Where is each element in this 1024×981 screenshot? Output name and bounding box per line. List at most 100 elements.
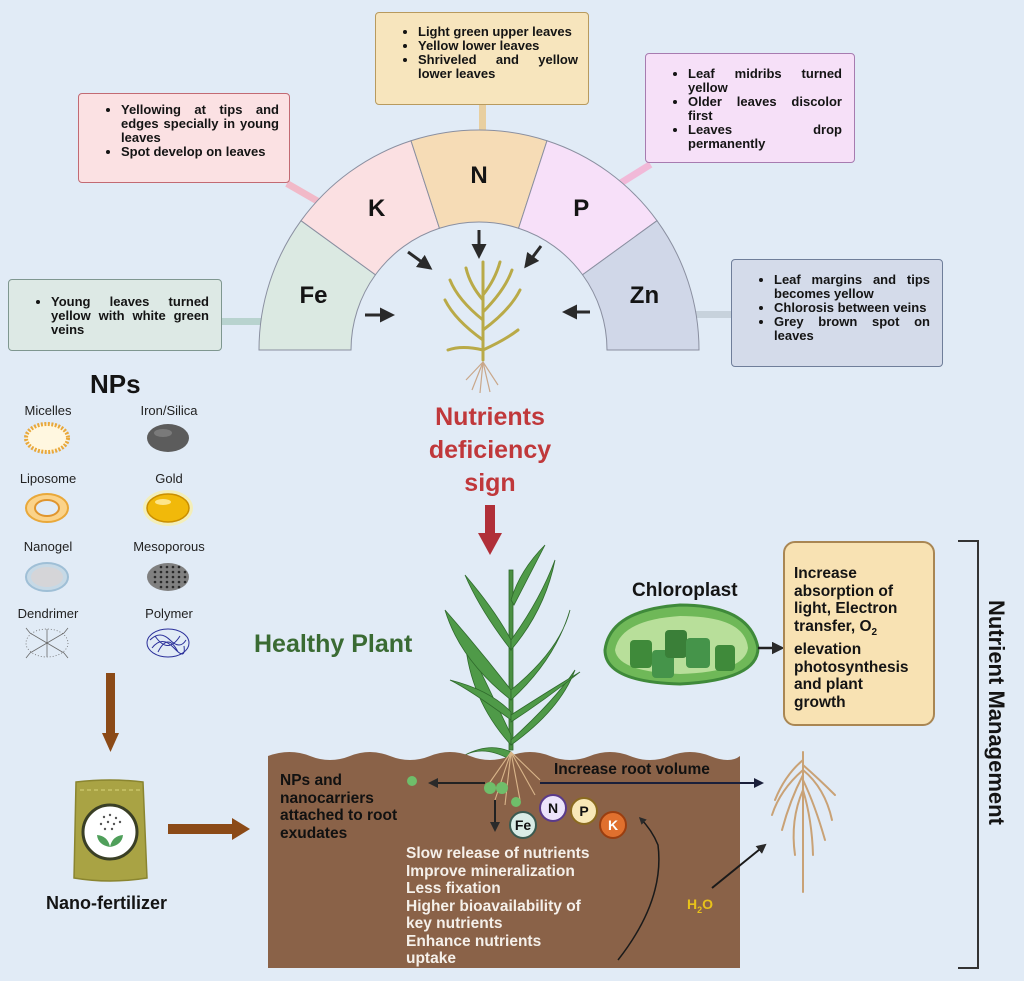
benefit-line: Increase	[794, 565, 857, 582]
healthy-plant-label: Healthy Plant	[254, 630, 413, 658]
n-symptom: Shriveled and yellow lower leaves	[418, 53, 578, 81]
deficiency-title: Nutrients deficiency sign	[395, 401, 585, 500]
n-symptom: Yellow lower leaves	[418, 39, 578, 53]
fe-deficiency-box: Young leaves turned yellow with white gr…	[8, 279, 222, 351]
water-arrow	[711, 843, 767, 889]
deficiency-title-line: sign	[464, 469, 516, 497]
nutrient-ball-n	[539, 794, 567, 822]
nutrient-ball-label: K	[608, 817, 618, 833]
nutrient-ball-p	[570, 797, 598, 825]
n-deficiency-box: Light green upper leaves Yellow lower le…	[375, 12, 589, 105]
soil-benefit: uptake	[406, 950, 456, 967]
nano-fertilizer-label: Nano-fertilizer	[46, 893, 168, 913]
zn-symptom: Chlorosis between veins	[774, 301, 930, 315]
k-deficiency-box: Yellowing at tips and edges specially in…	[78, 93, 290, 183]
chloroplast-label: Chloroplast	[632, 580, 738, 601]
fert-to-soil-arrow-head	[232, 818, 250, 840]
water-sub: 2	[697, 904, 703, 915]
polymer-icon	[146, 628, 190, 658]
root-volume-text: Increase root volume	[554, 761, 710, 778]
benefit-line: absorption of	[794, 582, 894, 600]
p-arrow	[524, 245, 543, 269]
np-to-fert-arrow-shaft	[106, 673, 115, 733]
arc-label-n: N	[470, 162, 488, 189]
deficiency-title-line: deficiency	[428, 436, 552, 464]
soil-block	[268, 752, 740, 968]
k-symptom: Yellowing at tips and edges specially in…	[121, 103, 279, 145]
np-label-gold: Gold	[155, 471, 183, 486]
nanogel-icon	[25, 562, 69, 592]
np-attach-line: attached to root	[280, 807, 398, 824]
k-symptom: Spot develop on leaves	[121, 145, 279, 159]
np-label-polymer: Polymer	[145, 606, 193, 621]
arc-label-p: P	[573, 195, 590, 223]
arc-label-fe: Fe	[299, 282, 328, 310]
root-system-icon	[771, 751, 836, 893]
water-o: O	[702, 896, 714, 912]
arc-segment-zn	[581, 219, 700, 351]
dendrimer-icon	[25, 627, 69, 659]
np-attach-line: exudates	[280, 824, 348, 842]
fert-to-soil-arrow-shaft	[168, 824, 233, 834]
arc-label-zn: Zn	[629, 282, 660, 310]
soil-benefit: Improve mineralization	[406, 862, 575, 880]
np-label-iron-silica: Iron/Silica	[140, 403, 198, 418]
healthy-plant-icon	[444, 544, 581, 761]
deficiency-arrow-head	[478, 533, 502, 555]
zn-symptom: Leaf margins and tips becomes yellow	[774, 273, 930, 301]
np-label-dendrimer: Dendrimer	[17, 606, 79, 621]
nutrient-ball-label: N	[548, 800, 558, 816]
n-symptom: Light green upper leaves	[418, 25, 578, 39]
benefit-line: transfer, O2	[794, 618, 925, 642]
deficiency-title-line: Nutrients	[435, 403, 545, 431]
soil-benefits-list: Slow release of nutrients Improve minera…	[406, 845, 589, 968]
nutrient-ball-fe	[509, 811, 537, 839]
soil-benefit: Enhance nutrients	[406, 932, 542, 950]
liposome-icon	[25, 493, 69, 523]
nutrient-management-bracket	[958, 540, 979, 969]
nutrient-ball-label: Fe	[515, 817, 532, 833]
np-to-fert-arrow-head	[102, 733, 119, 752]
np-attach-line: nanocarriers	[280, 789, 374, 807]
nutrient-ball-k	[599, 811, 627, 839]
zn-connector	[694, 311, 732, 318]
photosynthesis-benefit-box: Increase absorption of light, Electron t…	[783, 541, 935, 726]
benefit-line: and plant	[794, 676, 863, 694]
p-symptom: Older leaves discolor first	[688, 95, 842, 123]
soil-roots-icon	[487, 751, 541, 806]
k-arrow	[407, 250, 433, 270]
benefit-o2-subscript: 2	[871, 626, 878, 638]
gold-icon	[143, 490, 193, 526]
micelles-icon	[24, 422, 70, 454]
fe-connector	[221, 318, 261, 325]
chloroplast-icon	[603, 603, 760, 686]
benefit-o2-text: transfer, O	[794, 617, 872, 635]
deficiency-arrow-shaft	[485, 505, 495, 535]
np-label-liposome: Liposome	[19, 471, 77, 486]
water-h: H	[687, 896, 698, 912]
p-deficiency-box: Leaf midribs turned yellow Older leaves …	[645, 53, 855, 163]
np-label-nanogel: Nanogel	[23, 539, 73, 554]
benefit-line: photosynthesis	[794, 658, 909, 676]
nutrient-ball-label: P	[579, 803, 588, 819]
np-dots	[407, 776, 521, 807]
np-attach-text: NPs and nanocarriers attached to root ex…	[280, 772, 397, 842]
deficient-plant-roots-icon	[465, 361, 499, 394]
zn-symptom: Grey brown spot on leaves	[774, 315, 930, 343]
iron-silica-icon	[147, 424, 189, 452]
benefit-line: growth	[794, 693, 846, 711]
zn-deficiency-box: Leaf margins and tips becomes yellow Chl…	[731, 259, 943, 367]
soil-benefit: Slow release of nutrients	[406, 845, 590, 862]
mesoporous-icon	[147, 563, 189, 591]
arc-label-k: K	[368, 195, 386, 223]
deficient-plant-icon	[443, 260, 522, 362]
soil-benefit: key nutrients	[406, 915, 503, 932]
p-symptom: Leaves drop permanently	[688, 123, 842, 151]
p-symptom: Leaf midribs turned yellow	[688, 67, 842, 95]
benefit-line: elevation	[794, 641, 862, 659]
np-label-mesoporous: Mesoporous	[133, 539, 205, 554]
water-label: H2O	[687, 896, 713, 915]
soil-benefit: Less fixation	[406, 880, 501, 897]
benefit-line: light, Electron	[794, 600, 898, 617]
